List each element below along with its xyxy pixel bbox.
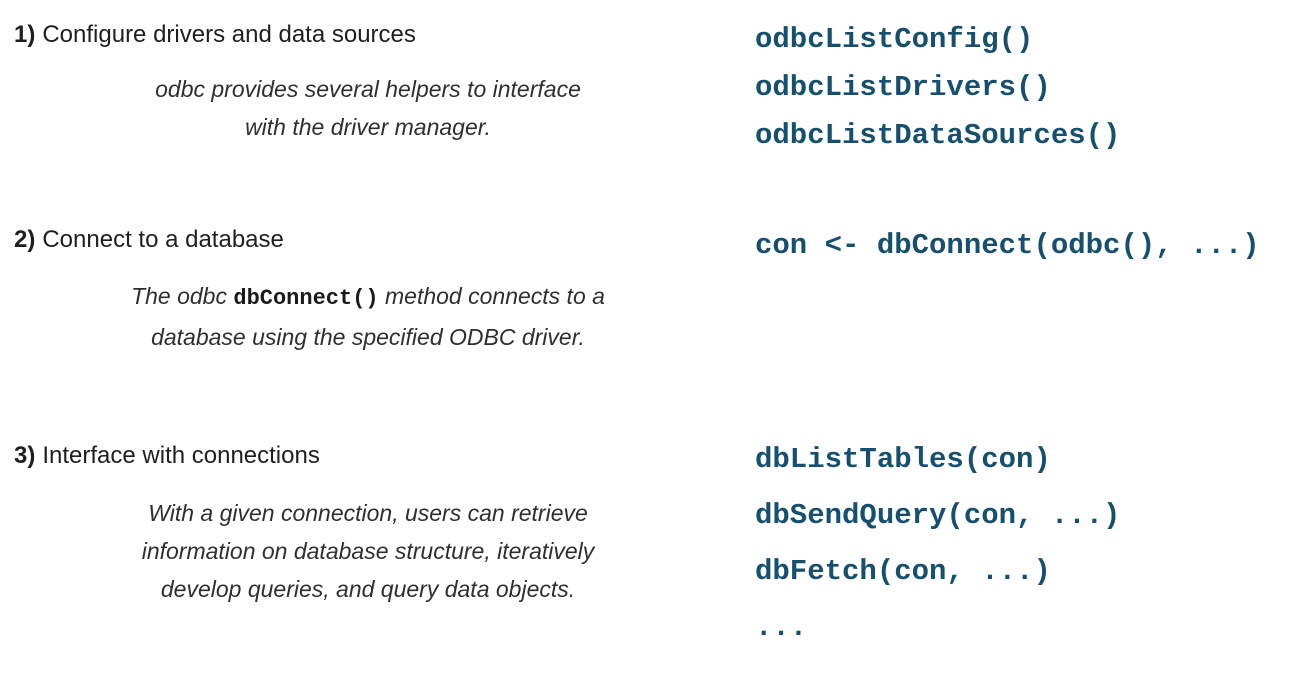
section-3-code-block: dbListTables(con) dbSendQuery(con, ...) db… <box>755 432 1120 656</box>
description-text: with the driver manager. <box>245 114 491 140</box>
section-3-number: 3) <box>14 442 36 469</box>
description-line: odbc provides several helpers to interfa… <box>58 70 678 108</box>
section-1-heading: 1)Configure drivers and data sources <box>14 20 416 50</box>
inline-code: dbConnect() <box>233 286 379 311</box>
description-text: develop queries, and query data objects. <box>160 576 576 602</box>
description-text: method connects to a <box>378 283 605 309</box>
description-text: The odbc <box>131 283 234 309</box>
code-line: odbcListConfig() <box>755 23 1034 56</box>
description-text: odbc provides several helpers to interfa… <box>155 76 581 102</box>
section-3-description: With a given connection, users can retri… <box>58 494 678 608</box>
section-2-description: The odbc dbConnect() method connects to … <box>58 277 678 356</box>
description-line: database using the specified ODBC driver… <box>58 318 678 356</box>
code-line: dbListTables(con) <box>755 443 1051 476</box>
description-line: develop queries, and query data objects. <box>58 570 678 608</box>
description-text: database using the specified ODBC driver… <box>151 324 585 350</box>
description-text: With a given connection, users can retri… <box>148 500 588 526</box>
code-line: con <- dbConnect(odbc(), ...) <box>755 229 1260 262</box>
code-line: dbSendQuery(con, ...) <box>755 499 1121 532</box>
section-1-description: odbc provides several helpers to interfa… <box>58 70 678 146</box>
section-2-number: 2) <box>14 226 36 253</box>
description-text: information on database structure, itera… <box>141 538 595 564</box>
section-3-heading: 3)Interface with connections <box>14 441 320 471</box>
code-line: ... <box>755 611 808 644</box>
section-1-code-block: odbcListConfig() odbcListDrivers() odbcLis… <box>755 16 1120 160</box>
code-line: odbcListDrivers() <box>755 71 1051 104</box>
section-2-code-block: con <- dbConnect(odbc(), ...) <box>755 222 1260 270</box>
description-line: With a given connection, users can retri… <box>58 494 678 532</box>
description-line: The odbc dbConnect() method connects to … <box>58 277 678 318</box>
section-3-title: Interface with connections <box>42 442 320 469</box>
section-2-title: Connect to a database <box>42 226 284 253</box>
code-line: dbFetch(con, ...) <box>755 555 1051 588</box>
description-line: information on database structure, itera… <box>58 532 678 570</box>
description-line: with the driver manager. <box>58 108 678 146</box>
section-1-title: Configure drivers and data sources <box>42 21 416 48</box>
code-line: odbcListDataSources() <box>755 119 1121 152</box>
section-2-heading: 2)Connect to a database <box>14 225 284 255</box>
section-1-number: 1) <box>14 21 36 48</box>
